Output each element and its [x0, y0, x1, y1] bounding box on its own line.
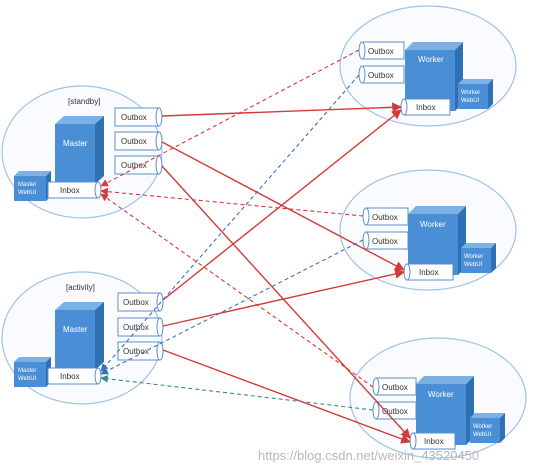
master-standby-webui	[14, 176, 46, 201]
worker-1-title: Worker	[418, 55, 444, 64]
worker-1-node: Outbox Outbox Worker Worker WebUI Inbox	[358, 41, 493, 116]
worker-3-title: Worker	[428, 390, 454, 399]
worker-2-inbox-label: Inbox	[419, 268, 439, 277]
master-activity-webui-line2: WebUI	[18, 376, 37, 382]
worker-3-webui	[470, 418, 500, 443]
worker-2-outbox-1-label: Outbox	[372, 213, 398, 222]
master-activity-state: [activity]	[66, 283, 95, 292]
watermark: https://blog.csdn.net/weixin_43520450	[258, 448, 479, 463]
arrow-standby-outbox2-to-worker2-inbox	[161, 141, 405, 271]
worker-2-webui	[461, 248, 491, 273]
worker-3-outbox-2-label: Outbox	[382, 407, 408, 416]
worker-3-inbox-label: Inbox	[424, 437, 444, 446]
worker-3-webui-line1: Worker	[473, 424, 492, 430]
master-activity-inbox-label: Inbox	[60, 372, 80, 381]
arrow-activity-outbox3-to-worker3-inbox	[162, 349, 411, 444]
master-activity-webui	[14, 362, 46, 387]
worker-1-webui-line2: WebUI	[461, 98, 480, 104]
master-standby-state: [standby]	[68, 97, 100, 106]
arrow-worker3-outbox2-to-activity-inbox	[100, 374, 374, 411]
worker-2-outbox-2-label: Outbox	[372, 237, 398, 246]
master-standby-cube-top	[55, 116, 104, 124]
master-activity-outbox-1-label: Outbox	[123, 298, 149, 307]
worker-1-webui	[458, 84, 488, 109]
arrow-worker2-outbox1-to-standby-inbox	[100, 187, 364, 217]
worker-3-node: Outbox Outbox Worker Worker WebUI Inbox	[372, 376, 505, 450]
worker-2-webui-line1: Worker	[464, 254, 483, 260]
master-activity-title: Master	[63, 325, 88, 334]
master-standby-title: Master	[63, 139, 88, 148]
worker-1-webui-line1: Worker	[461, 90, 480, 96]
master-standby-outbox-1-label: Outbox	[121, 113, 147, 122]
master-standby-inbox-label: Inbox	[60, 186, 80, 195]
worker-2-webui-line2: WebUI	[464, 262, 483, 268]
master-activity-outbox-2-label: Outbox	[123, 323, 149, 332]
arrow-standby-outbox1-to-worker1-inbox	[161, 102, 402, 117]
master-activity-outbox-3-label: Outbox	[123, 347, 149, 356]
worker-3-outbox-1-label: Outbox	[382, 383, 408, 392]
worker-1-outbox-2-label: Outbox	[368, 71, 394, 80]
master-standby-outbox-3-label: Outbox	[121, 161, 147, 170]
worker-3-webui-line2: WebUI	[473, 432, 492, 438]
master-activity-node: [activity] Master Master WebUI Inbox Out…	[14, 283, 164, 387]
worker-2-node: Outbox Outbox Worker Worker WebUI Inbox	[362, 206, 496, 281]
worker-1-inbox-label: Inbox	[416, 103, 436, 112]
master-activity-webui-line1: Master	[18, 368, 36, 374]
master-activity-cube	[55, 310, 95, 370]
master-standby-webui-line2: WebUI	[18, 190, 37, 196]
arrow-activity-outbox2-to-worker2-inbox	[162, 269, 405, 327]
master-standby-outbox-2-label: Outbox	[121, 137, 147, 146]
master-standby-cube	[55, 124, 95, 184]
arrow-worker1-outbox2-to-activity-inbox	[100, 74, 360, 372]
arrow-worker2-outbox2-to-activity-inbox	[100, 239, 364, 375]
arrow-activity-outbox1-to-worker1-inbox	[162, 109, 402, 301]
worker-1-outbox-1-label: Outbox	[368, 47, 394, 56]
master-standby-node: [standby] Master Master WebUI Inbox Outb…	[14, 97, 163, 201]
worker-2-title: Worker	[420, 220, 446, 229]
master-standby-webui-line1: Master	[18, 182, 36, 188]
master-standby-cube-side	[95, 116, 104, 184]
arrow-standby-outbox3-to-worker3-inbox	[161, 165, 411, 439]
message-arrows	[100, 49, 411, 444]
